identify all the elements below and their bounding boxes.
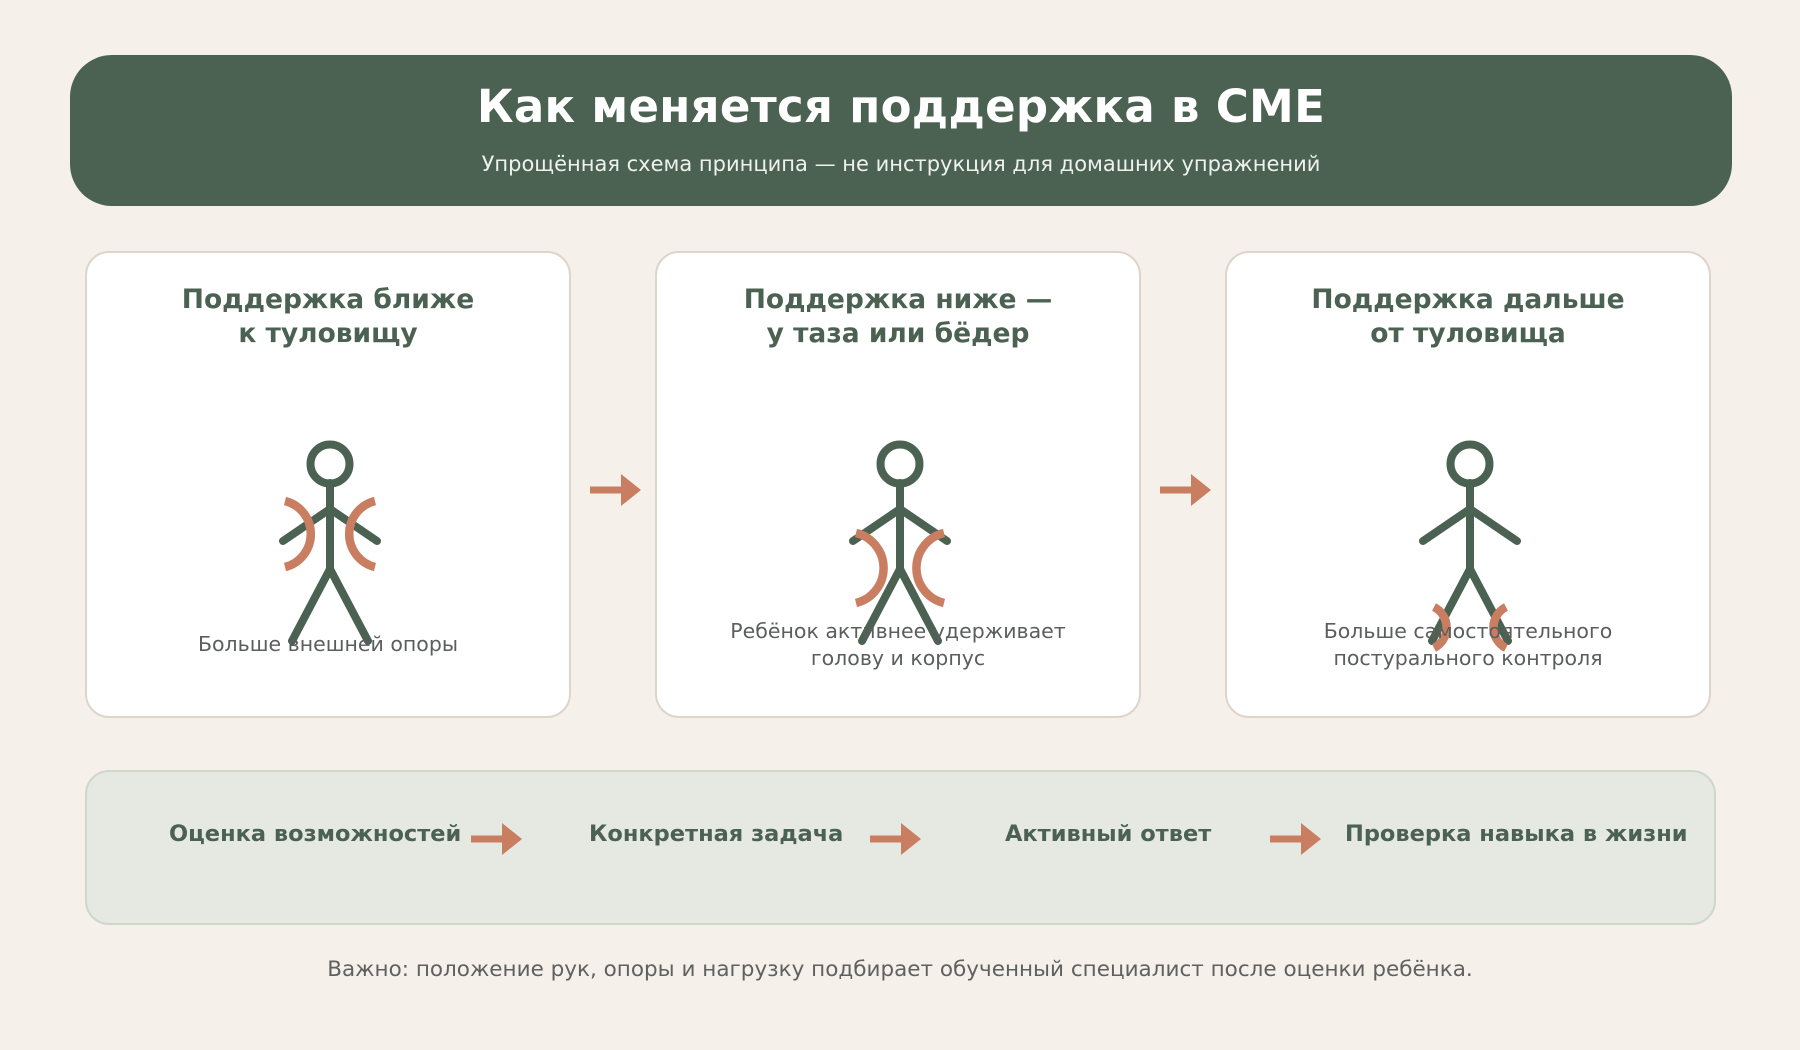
stick-figure-icon [279, 440, 381, 645]
figure-left-arm [1419, 505, 1474, 545]
figure-right-leg [1466, 565, 1512, 645]
process-step: Оценка возможностей [169, 821, 462, 847]
arrow-right-icon [870, 823, 921, 855]
support-right-hand [1489, 603, 1509, 652]
card-title: Поддержка ниже — у таза или бёдер [677, 283, 1119, 351]
footer-note: Важно: положение рук, опоры и нагрузку п… [327, 957, 1473, 982]
figure-right-leg [896, 565, 942, 645]
support-left-hand [283, 496, 315, 572]
card-title-line: Поддержка ниже — [743, 284, 1053, 315]
support-left-hand [1431, 603, 1451, 652]
card-title-line: у таза или бёдер [766, 318, 1030, 349]
figure-left-leg [858, 565, 904, 645]
figure-head [876, 440, 924, 488]
card-caption-line: голову и корпус [810, 646, 986, 670]
card-caption: Ребёнок активнее удерживает голову и кор… [677, 618, 1119, 672]
card-caption-line: постурального контроля [1333, 646, 1603, 670]
card-caption-line: Ребёнок активнее удерживает [730, 619, 1066, 643]
arrow-right-icon [590, 474, 641, 506]
process-step: Активный ответ [1005, 821, 1212, 847]
arrow-right-icon [1160, 474, 1211, 506]
stick-figure-icon [849, 440, 951, 645]
card-caption-line: Больше самостоятельного [1323, 619, 1613, 643]
card-title-line: от туловища [1370, 318, 1566, 349]
support-hands-icon [283, 496, 377, 572]
figure-head [306, 440, 354, 488]
arrow-right-icon [1270, 823, 1321, 855]
card-caption: Больше самостоятельного постурального ко… [1247, 618, 1689, 672]
card-caption: Больше внешней опоры [107, 631, 549, 658]
card-title-line: к туловищу [238, 318, 418, 349]
figure-right-arm [1466, 505, 1521, 545]
figure-right-leg [326, 565, 372, 645]
support-hands-icon [854, 528, 946, 608]
card-caption-line: Больше внешней опоры [197, 632, 459, 656]
card-support-pelvis: Поддержка ниже — у таза или бёдер Ребёно… [655, 251, 1141, 718]
card-title-line: Поддержка ближе [181, 284, 475, 315]
figure-left-leg [1428, 565, 1474, 645]
figure-left-leg [288, 565, 334, 645]
support-right-hand [345, 496, 377, 572]
figure-head [1446, 440, 1494, 488]
card-title: Поддержка ближе к туловищу [107, 283, 549, 351]
support-right-hand [912, 528, 946, 608]
process-step: Конкретная задача [589, 821, 844, 847]
page-title: Как меняется поддержка в СМЕ [476, 80, 1326, 133]
process-panel: Оценка возможностей Конкретная задача Ак… [85, 770, 1716, 925]
support-hands-icon [1431, 603, 1509, 652]
card-title: Поддержка дальше от туловища [1247, 283, 1689, 351]
page-subtitle: Упрощённая схема принципа — не инструкци… [481, 152, 1321, 176]
stick-figure-icon [1419, 440, 1521, 652]
card-support-legs: Поддержка дальше от туловища Больше само… [1225, 251, 1711, 718]
process-step: Проверка навыка в жизни [1345, 821, 1688, 847]
arrow-right-icon [471, 823, 522, 855]
card-title-line: Поддержка дальше [1311, 284, 1625, 315]
support-left-hand [854, 528, 888, 608]
header-banner: Как меняется поддержка в СМЕ Упрощённая … [70, 55, 1732, 206]
card-support-trunk: Поддержка ближе к туловищу Больше внешне… [85, 251, 571, 718]
